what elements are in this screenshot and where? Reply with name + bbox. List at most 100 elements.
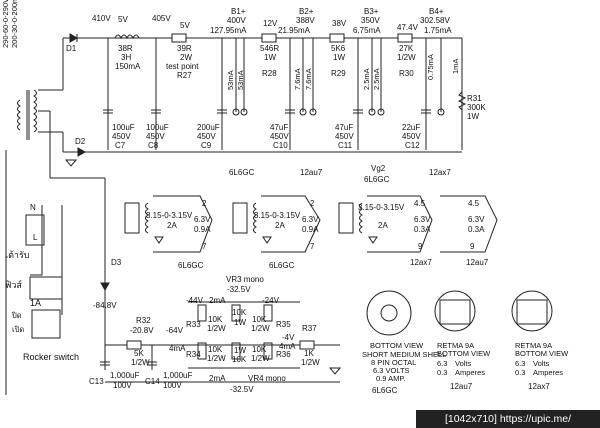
c11-val: 47uF — [335, 123, 353, 132]
b2-ma: 21.95mA — [278, 26, 311, 35]
heater-3: 3.15-0-3.15V 2A 6.3V 0.3A 4.5 9 12ax7 — [358, 199, 432, 267]
r35-r: 10K — [252, 315, 267, 324]
c9-volt: 450V — [197, 132, 216, 141]
n9a-title: RETMA 9A — [437, 341, 474, 350]
rocker-switch-label: Rocker switch — [23, 352, 79, 362]
n9b-a: 0.3 — [515, 368, 525, 377]
r30-w: 1/2W — [397, 53, 416, 62]
c9-val: 200uF — [197, 123, 220, 132]
r31-r: 300K — [467, 103, 486, 112]
c14-val: 1,000uF — [163, 371, 192, 380]
switch-on: เปิด — [12, 325, 24, 334]
c8-volt: 450V — [146, 132, 165, 141]
h1-volt: 3.15-0-3.15V — [146, 211, 193, 220]
h2-a: 0.9A — [302, 225, 319, 234]
c10-val: 47uF — [270, 123, 288, 132]
bias-44: -44V — [186, 296, 204, 305]
vr4-w: 1W — [234, 346, 246, 355]
h2-pin7: 7 — [310, 242, 315, 251]
choke-h: 3H — [121, 53, 131, 62]
ma53a: 53mA — [226, 70, 235, 90]
bias-4v: -4V — [282, 333, 295, 342]
n9b-sub: BOTTOM VIEW — [515, 349, 569, 358]
mains-fuse: ฟิวส์ — [5, 279, 22, 290]
r34-r: 10K — [208, 345, 223, 354]
tube-vg2: Vg2 — [371, 164, 386, 173]
r28-r: 546R — [260, 44, 279, 53]
bias-24: -24V — [262, 296, 280, 305]
vr4-r: 10K — [232, 355, 247, 364]
c12-label: C12 — [405, 141, 420, 150]
mains-socket: เต้ารับ — [5, 250, 30, 260]
r29-r: 5K6 — [331, 44, 346, 53]
bias-2ma-b: 2mA — [209, 374, 226, 383]
r28-w: 1W — [264, 53, 276, 62]
mains-n: N — [30, 203, 36, 212]
bias-labels: -84.8V R32 -20.8V 5K 1/2W -64V 4mA 1,000… — [89, 275, 320, 394]
r31-label: R31 — [467, 94, 482, 103]
vr4-label: VR4 mono — [248, 374, 286, 383]
r34-label: R34 — [186, 350, 201, 359]
h2-v63: 6.3V — [302, 215, 319, 224]
b4-volt: 302.58V — [420, 16, 450, 25]
h3-pin45: 4.5 — [414, 199, 426, 208]
octal-sub-0: SHORT MEDIUM SHELL — [362, 350, 446, 359]
ma25a: 2.5mA — [362, 68, 371, 90]
transformer-hv-label: 290-60-0-290V — [1, 0, 10, 48]
r33-r: 10K — [208, 315, 223, 324]
b1-volt: 400V — [227, 16, 246, 25]
c9-label: C9 — [201, 141, 212, 150]
test-point: test point — [166, 62, 199, 71]
h4-v63: 6.3V — [468, 215, 485, 224]
r37-label: R37 — [302, 324, 317, 333]
r28-v: 12V — [263, 19, 278, 28]
mains-amp: 1A — [30, 298, 41, 308]
h3-a: 0.3A — [414, 225, 431, 234]
ma075: 0.75mA — [426, 54, 435, 80]
c7-label: C7 — [115, 141, 126, 150]
h2-tube: 6L6GC — [269, 261, 295, 270]
power-supply-labels: 290-60-0-290V 200-30-0-200mA D1 D2 D3 41… — [1, 0, 220, 267]
d1-label: D1 — [66, 44, 77, 53]
r32-r: 5K — [134, 349, 144, 358]
b3-volt: 350V — [361, 16, 380, 25]
n9a-v: 6.3 — [437, 359, 447, 368]
n9a-name: 12au7 — [450, 382, 473, 391]
transformer-ma-label: 200-30-0-200mA — [10, 0, 19, 48]
b1-label: B1+ — [231, 7, 246, 16]
vr3-r: 10K — [232, 308, 247, 317]
vr3-label: VR3 mono — [226, 275, 264, 284]
r27-v: 5V — [180, 21, 190, 30]
r34-w: 1/2W — [207, 354, 226, 363]
c10-label: C10 — [273, 141, 288, 150]
switch-off: ปิด — [11, 311, 22, 320]
n9a-sub: BOTTOM VIEW — [437, 349, 491, 358]
octal-sub-1: 8 PIN OCTAL — [371, 358, 416, 367]
n9b-title: RETMA 9A — [515, 341, 552, 350]
ma1: 1mA — [451, 59, 460, 74]
c10-volt: 450V — [270, 132, 289, 141]
tube-current-labels: 53mA 53mA 7.6mA 7.6mA 2.5mA 2.5mA 0.75mA… — [226, 54, 460, 90]
r27-r: 39R — [177, 44, 192, 53]
r30-v: 47.4V — [397, 23, 419, 32]
v405-label: 405V — [152, 14, 171, 23]
tube-12au7: 12au7 — [300, 168, 323, 177]
tube-12ax7: 12ax7 — [429, 168, 451, 177]
mains-l: L — [33, 233, 38, 242]
c11-volt: 450V — [335, 132, 354, 141]
b2-label: B2+ — [299, 7, 314, 16]
n9b-name: 12ax7 — [528, 382, 550, 391]
octal-name: 6L6GC — [372, 386, 398, 395]
r29-w: 1W — [333, 53, 345, 62]
c7-val: 100uF — [112, 123, 135, 132]
heater-2: 3.15-0-3.15V 2A 6.3V 0.9A 2 7 6L6GC — [254, 199, 319, 270]
d3-label: D3 — [111, 258, 122, 267]
heater-1: 3.15-0-3.15V 2A 6.3V 0.9A 2 7 6L6GC — [146, 199, 211, 270]
r37-w: 1/2W — [301, 358, 320, 367]
b4-ma: 1.75mA — [424, 26, 452, 35]
h3-v63: 6.3V — [414, 215, 431, 224]
bias-848: -84.8V — [93, 301, 117, 310]
h1-pin7: 7 — [202, 242, 207, 251]
h3-pin9: 9 — [418, 242, 423, 251]
